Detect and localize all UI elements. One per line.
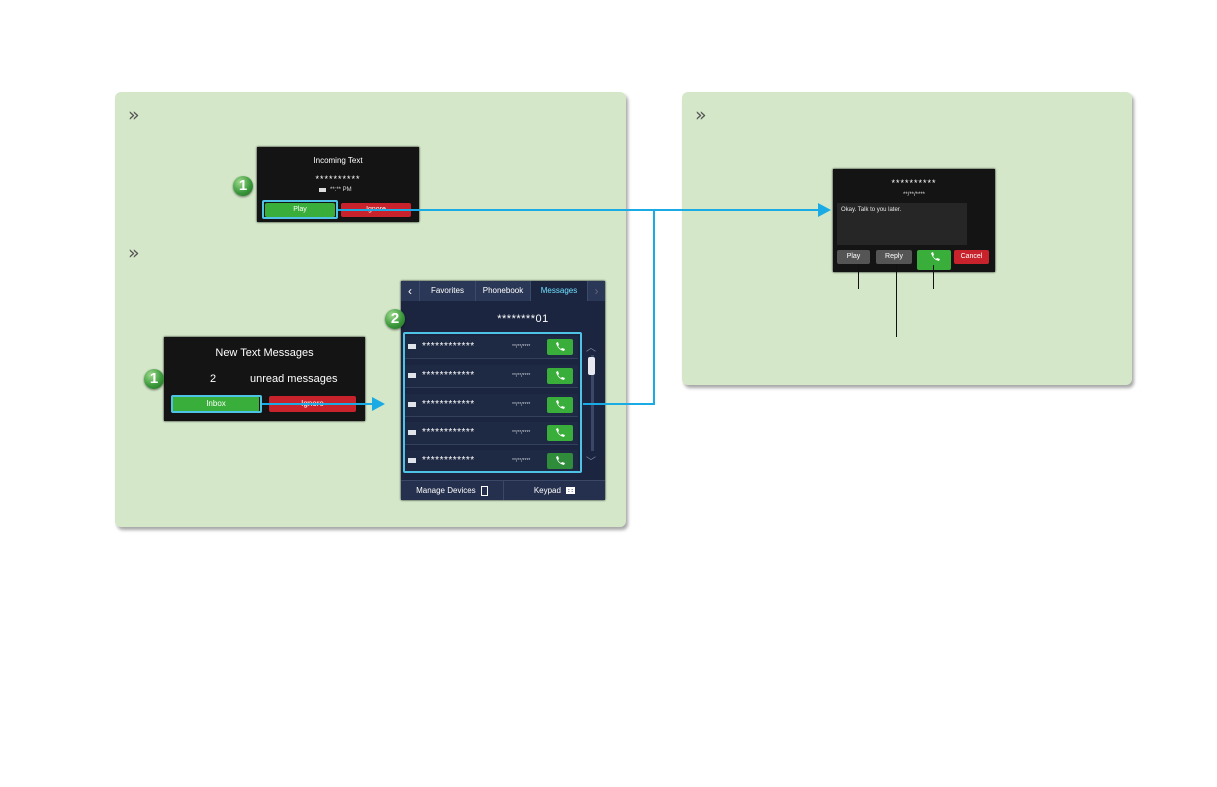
sender-name: **********	[891, 178, 937, 188]
arrow-line	[583, 403, 655, 405]
message-text: Okay. Talk to you later.	[841, 207, 902, 213]
list-item[interactable]: **************/**/****	[404, 394, 578, 417]
play-leader-line	[858, 265, 859, 289]
chevron-right-icon: »	[695, 104, 707, 126]
reply-leader-line	[896, 265, 897, 337]
scroll-up-icon[interactable]: ︿	[586, 343, 596, 354]
message-view-screen: ********** **/**/**** Okay. Talk to you …	[833, 169, 995, 272]
forward-tab[interactable]: ›	[594, 284, 599, 298]
inbox-button[interactable]: Inbox	[173, 396, 259, 412]
tab-messages[interactable]: Messages	[531, 281, 588, 301]
keypad-grid-icon	[566, 487, 576, 495]
envelope-open-icon	[408, 458, 416, 463]
envelope-open-icon	[408, 430, 416, 435]
message-body: Okay. Talk to you later.	[837, 203, 967, 245]
manage-devices-label: Manage Devices	[416, 486, 476, 495]
call-icon[interactable]	[547, 453, 573, 469]
envelope-icon	[408, 344, 416, 349]
arrow-line	[653, 209, 655, 405]
scrollbar-thumb[interactable]	[588, 357, 595, 375]
call-icon[interactable]	[547, 339, 573, 355]
list-item[interactable]: **************/**/****	[404, 336, 578, 359]
unread-label: unread messages	[250, 373, 338, 385]
popup-title: Incoming Text	[313, 156, 363, 165]
tab-bar: ‹ Favorites Phonebook Messages ›	[401, 281, 605, 301]
message-date: **/**/****	[902, 192, 925, 198]
tab-phonebook[interactable]: Phonebook	[476, 281, 531, 301]
step-1-badge: 1	[144, 369, 164, 389]
envelope-open-icon	[408, 402, 416, 407]
arrow-line	[262, 403, 374, 405]
device-link-icon	[480, 485, 488, 496]
step-1-badge: 1	[233, 176, 253, 196]
back-tab[interactable]: ‹	[401, 281, 420, 301]
step-2-badge: 2	[385, 309, 405, 329]
call-leader-line	[933, 265, 934, 289]
arrow-head-icon	[372, 397, 385, 411]
cancel-button[interactable]: Cancel	[954, 250, 989, 264]
envelope-icon	[319, 188, 326, 192]
list-item[interactable]: **************/**/****	[404, 365, 578, 388]
keypad-button[interactable]: Keypad	[504, 481, 605, 500]
tab-favorites[interactable]: Favorites	[420, 281, 476, 301]
call-icon[interactable]	[547, 397, 573, 413]
phone-icon	[931, 252, 940, 261]
list-item[interactable]: **************/**/****	[404, 422, 578, 445]
reply-button[interactable]: Reply	[876, 250, 912, 264]
keypad-label: Keypad	[533, 486, 561, 495]
arrow-line	[338, 209, 820, 211]
popup-title: New Text Messages	[215, 347, 314, 359]
chevron-right-icon: »	[128, 104, 140, 126]
play-button[interactable]: Play	[837, 250, 870, 264]
play-button[interactable]: Play	[265, 203, 335, 217]
scroll-down-icon[interactable]: ﹀	[586, 457, 596, 468]
call-button[interactable]	[917, 250, 951, 270]
sender-number: **********	[315, 174, 361, 184]
arrow-head-icon	[818, 203, 831, 217]
inbox-highlight-frame	[171, 395, 262, 413]
call-icon[interactable]	[547, 425, 573, 441]
bottom-bar: Manage Devices Keypad	[401, 480, 605, 500]
message-time: **:** PM	[330, 187, 352, 193]
chevron-right-icon: »	[128, 242, 140, 264]
envelope-open-icon	[408, 373, 416, 378]
play-highlight-frame	[262, 200, 338, 219]
contact-number-header: ********01	[497, 313, 549, 325]
manage-devices-button[interactable]: Manage Devices	[401, 481, 504, 500]
unread-count: 2	[210, 373, 217, 385]
call-icon[interactable]	[547, 368, 573, 384]
message-list-highlight-frame	[403, 332, 582, 473]
